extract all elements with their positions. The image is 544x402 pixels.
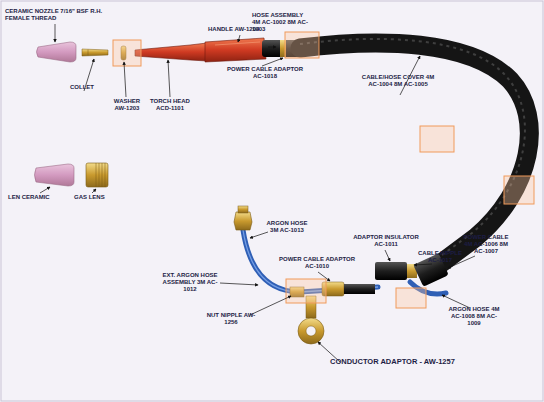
part-label: CABLE NIPPLE AC-1017 <box>414 250 466 264</box>
part-label: GAS LENS <box>74 194 116 201</box>
part-label: WASHER AW-1203 <box>108 98 146 112</box>
gas-lens <box>86 163 108 187</box>
collet <box>82 49 108 56</box>
ceramic-nozzle <box>37 42 77 62</box>
part-label: NUT NIPPLE AW-1256 <box>206 312 256 326</box>
callout-number: CONDUCTOR ADAPTOR - AW-1257 <box>330 358 490 367</box>
part-label: LEN CERAMIC <box>8 194 64 201</box>
watermark <box>113 32 534 308</box>
part-label: POWER CABLE ADAPTOR AC-1010 <box>278 256 356 270</box>
part-label: HOSE ASSEMBLY 4M AC-1002 8M AC-1003 <box>252 12 308 33</box>
part-label: ARGON HOSE 3M AC-1013 <box>264 220 310 234</box>
part-label: COLLET <box>70 84 110 91</box>
argon-fitting <box>234 212 252 230</box>
handle <box>205 38 266 62</box>
leader-line <box>40 24 475 362</box>
part-label: POWER CABLE ADAPTOR AC-1018 <box>226 66 304 80</box>
cable-hose-cover <box>300 43 529 264</box>
adaptor-insulator <box>375 262 407 280</box>
torch-head <box>135 43 207 61</box>
len-ceramic <box>35 164 75 186</box>
part-label: CERAMIC NOZZLE 7/16" BSF R.H. FEMALE THR… <box>5 8 109 22</box>
part-label: TORCH HEAD ACD-1101 <box>146 98 194 112</box>
part-label: ARGON HOSE 4M AC-1008 8M AC-1009 <box>448 306 500 327</box>
part-label: EXT. ARGON HOSE ASSEMBLY 3M AC-1012 <box>158 272 222 293</box>
part-label: POWER CABLE 4M AC-1006 8M AC-1007 <box>462 234 510 255</box>
part-label: CABLE/HOSE COVER 4M AC-1004 8M AC-1005 <box>360 74 436 88</box>
part-label: ADAPTOR INSULATOR AC-1011 <box>350 234 422 248</box>
